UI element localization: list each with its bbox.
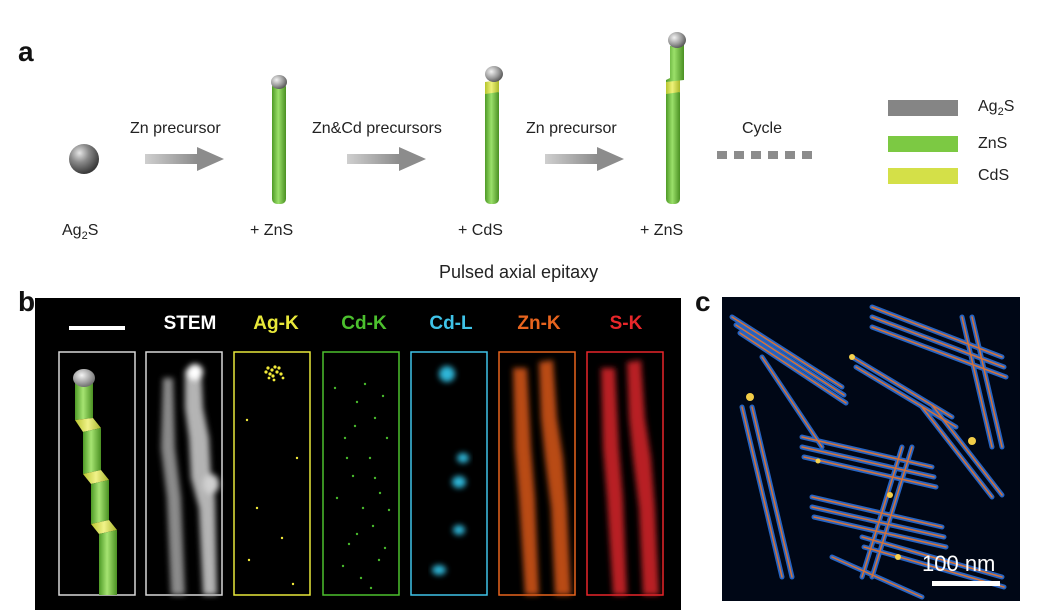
- legend-item-ag2s: Ag2S: [888, 96, 1014, 120]
- nanorod-model: [73, 369, 117, 595]
- map-label-cd-l: Cd-L: [429, 313, 473, 334]
- cd-l-map: [432, 366, 469, 575]
- legend-swatch-ag2s: [888, 100, 958, 116]
- panel-c-letter: c: [695, 286, 711, 317]
- legend-swatch-zns: [888, 136, 958, 152]
- panel-a-caption: Pulsed axial epitaxy: [439, 262, 599, 282]
- panel-a-letter: a: [18, 36, 34, 67]
- legend-swatch-cds: [888, 168, 958, 184]
- eds-mapping-panel: STEM Ag-K Cd-K Cd-L Zn-K S-K: [35, 298, 681, 610]
- legend-item-cds: CdS: [888, 164, 1014, 188]
- cd-k-map: [333, 382, 391, 590]
- legend: Ag2S ZnS CdS: [888, 96, 1014, 188]
- s-k-map: [601, 360, 659, 595]
- cycle-dashes: [717, 151, 812, 159]
- frame-cd-l: [410, 351, 488, 596]
- frame-model: [58, 351, 136, 596]
- legend-label-zns: ZnS: [978, 135, 1008, 152]
- legend-label-cds: CdS: [978, 167, 1010, 184]
- stem-image: [161, 364, 219, 595]
- map-label-s-k: S-K: [609, 313, 643, 334]
- map-label-zn-k: Zn-K: [517, 313, 561, 334]
- step-1-arrow-label: Zn precursor: [130, 120, 221, 137]
- ag2s-start-label: Ag2S: [62, 222, 99, 243]
- ag-k-map: [245, 365, 299, 586]
- panel-a-scheme: [69, 32, 812, 204]
- scale-bar-c: [932, 581, 1000, 586]
- arrow-2: [347, 147, 426, 171]
- ag2s-particle: [69, 144, 99, 174]
- legend-label-ag2s: Ag2S: [978, 97, 1015, 119]
- zn-k-map: [513, 360, 571, 595]
- panel-b-letter: b: [18, 286, 36, 317]
- nanorod-ensemble: [729, 304, 1009, 600]
- nanorod-zns-cds-zns: [666, 32, 686, 204]
- nanorod-zns-cds: [485, 66, 503, 204]
- step-3-product-label: + ZnS: [640, 222, 684, 239]
- step-3-arrow-label: Zn precursor: [526, 120, 617, 137]
- map-label-ag-k: Ag-K: [253, 313, 299, 334]
- frame-cd-k: [322, 351, 400, 596]
- step-2-arrow-label: Zn&Cd precursors: [312, 120, 442, 137]
- scale-bar-label: 100 nm: [922, 551, 996, 576]
- eds-maps: [58, 351, 664, 596]
- nanorod-zns: [271, 75, 287, 204]
- scale-bar: [69, 326, 125, 330]
- arrow-1: [145, 147, 224, 171]
- map-label-cd-k: Cd-K: [341, 313, 387, 334]
- step-2-product-label: + CdS: [458, 222, 503, 239]
- step-1-product-label: + ZnS: [250, 222, 294, 239]
- legend-item-zns: ZnS: [888, 132, 1014, 156]
- map-label-stem: STEM: [163, 313, 217, 334]
- frame-ag-k: [233, 351, 311, 596]
- cycle-label: Cycle: [742, 120, 783, 137]
- tem-image-panel: 100 nm: [722, 297, 1020, 601]
- arrow-3: [545, 147, 624, 171]
